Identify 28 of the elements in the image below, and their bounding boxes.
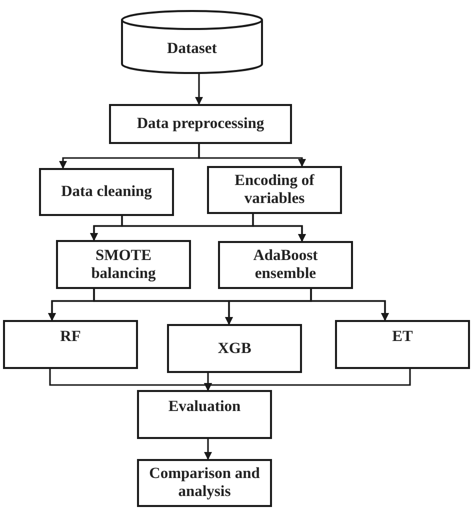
box-label: ET: [392, 328, 413, 346]
process-box: [207, 166, 342, 214]
database-cylinder: [121, 10, 263, 73]
box-label: Evaluation: [168, 398, 241, 416]
box-label: XGB: [218, 340, 252, 358]
arrow: [195, 73, 203, 105]
arrow: [198, 144, 306, 167]
arrow: [204, 369, 411, 391]
arrow: [310, 289, 389, 321]
box-label: AdaBoost ensemble: [252, 247, 319, 283]
process-box: [218, 241, 353, 289]
process-box: [3, 320, 138, 369]
process-box: [335, 320, 470, 369]
process-box: [137, 390, 272, 439]
box-label: RF: [60, 328, 81, 346]
box-label: Dataset: [167, 40, 217, 58]
box-label: Data cleaning: [61, 183, 152, 201]
arrow: [252, 214, 306, 242]
box-label: Comparison and analysis: [148, 465, 261, 501]
box-label: Encoding of variables: [234, 172, 316, 208]
process-box: [167, 324, 302, 373]
box-label: SMOTE balancing: [90, 246, 157, 282]
process-box: [56, 240, 191, 289]
process-box: [39, 168, 174, 216]
process-box: [109, 104, 292, 144]
box-label: Data preprocessing: [136, 115, 264, 133]
arrow: [204, 439, 212, 460]
process-box: [137, 459, 272, 507]
